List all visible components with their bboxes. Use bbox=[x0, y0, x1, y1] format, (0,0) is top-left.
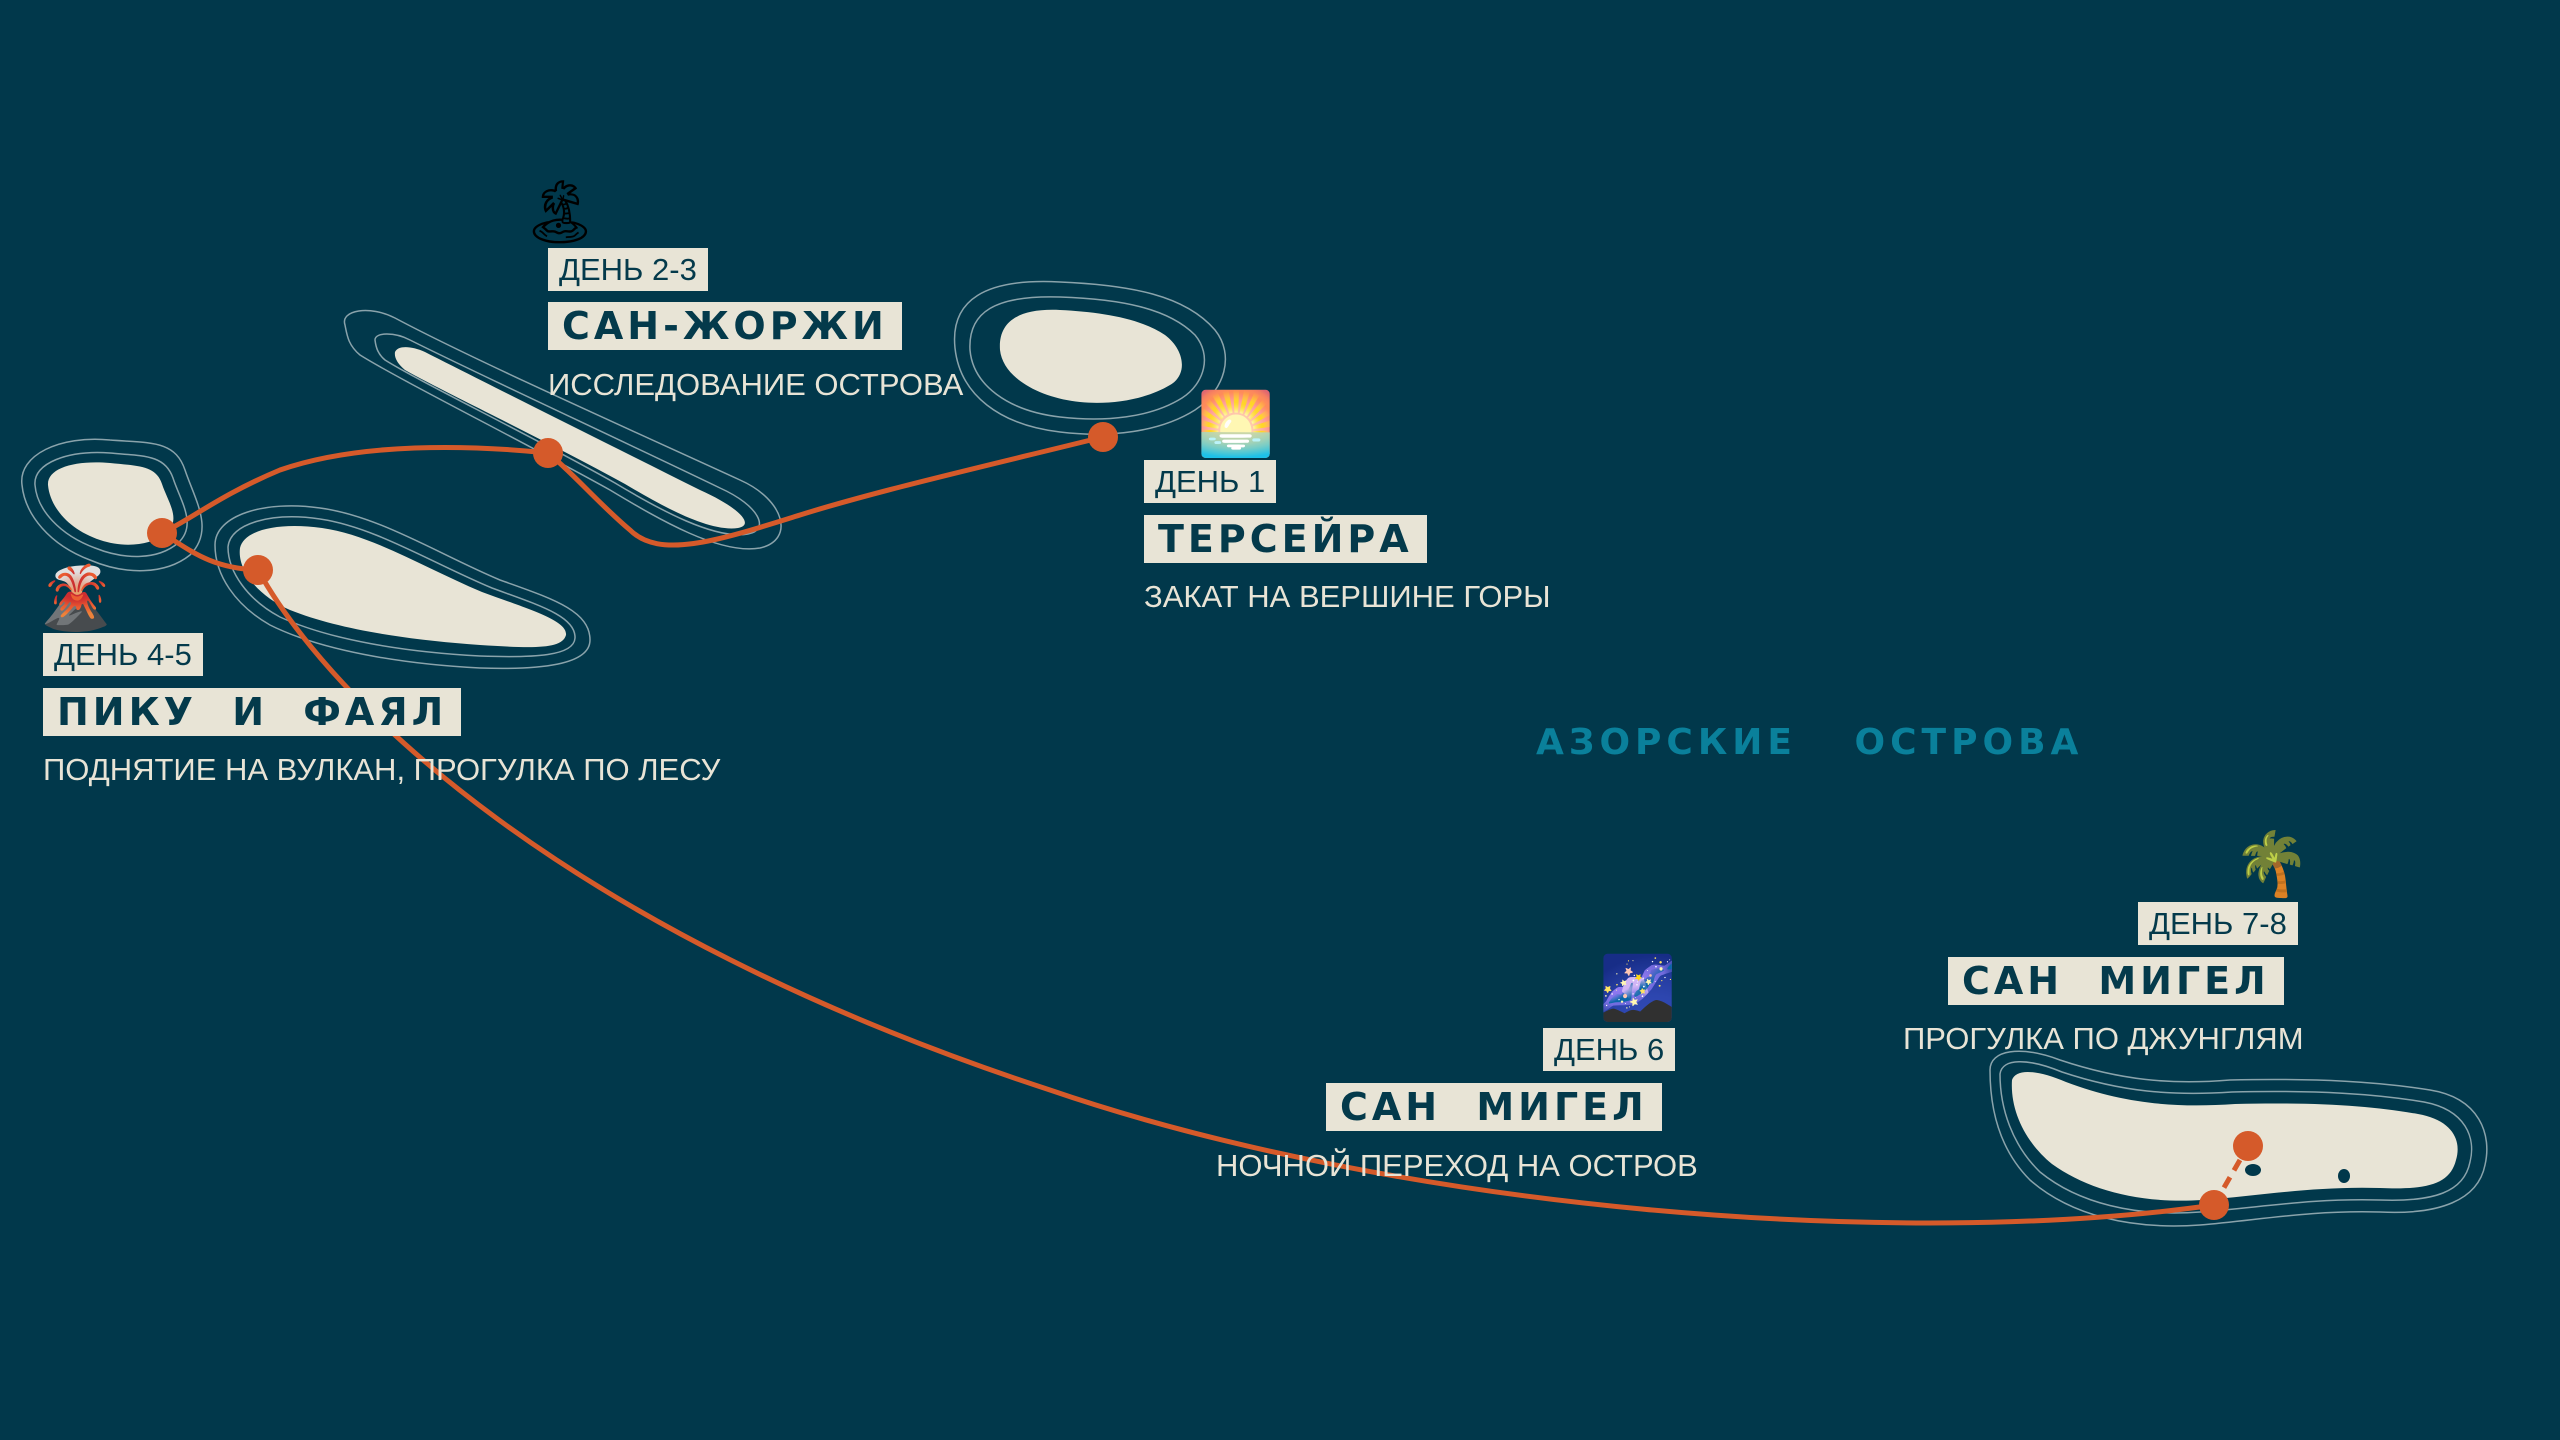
day-tag: ДЕНЬ 1 bbox=[1144, 460, 1277, 503]
route-point-faial bbox=[147, 518, 177, 548]
stop-description: ЗАКАТ НА ВЕРШИНЕ ГОРЫ bbox=[1144, 579, 1551, 614]
terceira-inner-contour bbox=[969, 296, 1206, 420]
sao-miguel-lake-2 bbox=[2338, 1169, 2350, 1183]
faial-outer-contour bbox=[21, 438, 203, 572]
sunset-icon: 🌅 bbox=[1197, 391, 1275, 459]
island-name: САН-ЖОРЖИ bbox=[548, 302, 902, 350]
stop-description: ПРОГУЛКА ПО ДЖУНГЛЯМ bbox=[1903, 1021, 2304, 1056]
terceira-land bbox=[999, 309, 1182, 403]
faial-land bbox=[47, 462, 174, 545]
map-title: АЗОРСКИЕ ОСТРОВА bbox=[1536, 722, 2084, 763]
sao-miguel-outer-contour bbox=[1989, 1050, 2488, 1227]
island-sao-miguel bbox=[1989, 1050, 2488, 1227]
route-terceira-to-sao-jorge bbox=[546, 434, 1104, 548]
milky-way-icon: 🌌 bbox=[1599, 955, 1677, 1023]
route-sao-jorge-to-faial bbox=[160, 444, 549, 536]
sao-jorge-inner-contour bbox=[374, 333, 760, 536]
island-name: САН МИГЕЛ bbox=[1948, 957, 2284, 1005]
island-name: САН МИГЕЛ bbox=[1326, 1083, 1662, 1131]
route-point-sao-miguel-jungle bbox=[2233, 1131, 2263, 1161]
route-point-sao-jorge bbox=[533, 438, 563, 468]
sao-miguel-land bbox=[2011, 1071, 2458, 1201]
pico-outer-contour bbox=[214, 505, 591, 670]
sao-miguel-inner-contour bbox=[1999, 1061, 2473, 1214]
route-point-sao-miguel-arrival bbox=[2199, 1190, 2229, 1220]
stop-description: НОЧНОЙ ПЕРЕХОД НА ОСТРОВ bbox=[1216, 1148, 1698, 1183]
sao-jorge-land bbox=[394, 347, 745, 529]
faial-inner-contour bbox=[34, 451, 188, 558]
sao-miguel-lake-1 bbox=[2245, 1164, 2261, 1176]
route-pico-to-sao-miguel bbox=[255, 568, 2215, 1226]
stop-description: ИССЛЕДОВАНИЕ ОСТРОВА bbox=[548, 367, 964, 402]
volcano-icon: 🌋 bbox=[37, 565, 115, 633]
palm-trees-icon: 🌴 bbox=[2233, 831, 2311, 899]
island-name: ТЕРСЕЙРА bbox=[1144, 515, 1427, 563]
route-point-pico bbox=[243, 555, 273, 585]
stop-description: ПОДНЯТИЕ НА ВУЛКАН, ПРОГУЛКА ПО ЛЕСУ bbox=[43, 752, 721, 787]
pico-land bbox=[239, 526, 567, 648]
day-tag: ДЕНЬ 2-3 bbox=[548, 248, 708, 291]
island-terceira bbox=[953, 280, 1227, 435]
day-tag: ДЕНЬ 6 bbox=[1543, 1028, 1676, 1071]
island-faial bbox=[21, 438, 203, 572]
day-tag: ДЕНЬ 4-5 bbox=[43, 633, 203, 676]
island-pico bbox=[214, 505, 591, 670]
route-point-terceira bbox=[1088, 422, 1118, 452]
terceira-outer-contour bbox=[953, 280, 1227, 435]
island-name: ПИКУ И ФАЯЛ bbox=[43, 688, 462, 736]
day-tag: ДЕНЬ 7-8 bbox=[2138, 902, 2298, 945]
sao-jorge-outer-contour bbox=[343, 309, 782, 550]
desert-island-icon: 🏝 bbox=[520, 179, 600, 247]
island-sao-jorge bbox=[343, 309, 782, 550]
